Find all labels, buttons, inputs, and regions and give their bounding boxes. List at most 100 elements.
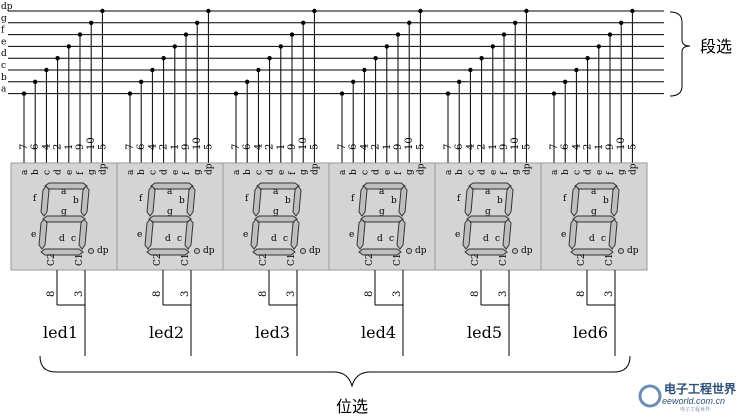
pin-number: 7	[125, 144, 136, 150]
segment-e	[250, 218, 260, 250]
pin-number: 7	[443, 144, 454, 150]
common-pin-number: 3	[180, 291, 191, 297]
segment-c	[78, 218, 88, 250]
segment-label: f	[245, 194, 249, 204]
pin-number: 4	[571, 144, 582, 150]
watermark-title: 电子工程世界	[664, 381, 736, 396]
segment-a	[574, 182, 618, 190]
segment-label: e	[349, 230, 354, 240]
junction-dot	[479, 56, 484, 61]
segment-label: g	[485, 207, 491, 217]
segment-label: d	[483, 234, 489, 244]
common-pin-number: 8	[470, 291, 481, 297]
segment-label: g	[61, 207, 67, 217]
pin-label: f	[500, 171, 510, 175]
pin-number: 6	[454, 144, 465, 150]
common-pin-number: 3	[498, 291, 509, 297]
pin-number: 7	[337, 144, 348, 150]
junction-dot	[172, 44, 177, 49]
pin-label: dp	[310, 163, 320, 175]
pin-label: d	[372, 169, 382, 175]
pin-number: 4	[41, 144, 52, 150]
segment-select-brace	[669, 11, 691, 97]
segment-a	[468, 182, 512, 190]
segment-label: a	[379, 187, 385, 197]
pin-label: dp	[98, 163, 108, 175]
junction-dot	[267, 56, 272, 61]
pin-number: 10	[510, 137, 521, 150]
segment-label: g	[167, 207, 173, 217]
pin-label: dp	[522, 163, 532, 175]
common-label: C2	[471, 253, 481, 266]
segment-label: b	[497, 196, 503, 206]
junction-dot	[183, 32, 189, 37]
common-label: C2	[259, 253, 269, 266]
pin-number: 2	[159, 144, 170, 150]
segment-label: e	[31, 230, 36, 240]
segment-label: a	[61, 187, 67, 197]
common-label: C1	[605, 253, 615, 266]
segment-label: f	[351, 194, 355, 204]
pin-number: 9	[287, 144, 298, 150]
segment-dp	[300, 248, 306, 254]
watermark-tagline: 电子工程世界	[680, 406, 710, 413]
pin-number: 4	[147, 144, 158, 150]
pin-number: 9	[499, 144, 510, 150]
common-pin-number: 8	[152, 291, 163, 297]
pin-label: dp	[416, 163, 426, 175]
common-label: C2	[577, 253, 587, 266]
junction-dot	[33, 79, 38, 85]
junction-dot	[574, 67, 579, 73]
junction-dot	[585, 56, 590, 61]
pin-label: f	[182, 171, 192, 175]
watermark-e-icon	[638, 384, 662, 408]
segment-label: dp	[521, 246, 533, 256]
pin-number: 5	[521, 144, 532, 150]
segment-label: b	[603, 196, 609, 206]
pin-label: b	[31, 169, 41, 175]
segment-dp	[512, 248, 518, 254]
led-name: led4	[361, 323, 396, 342]
pin-number: 1	[594, 144, 605, 150]
common-label: C1	[499, 253, 509, 266]
pin-label: f	[606, 171, 616, 175]
junction-dot	[127, 91, 133, 96]
segment-label: dp	[415, 246, 427, 256]
segment-f	[358, 185, 368, 217]
segment-f	[40, 185, 50, 217]
junction-dot	[619, 20, 624, 25]
segment-d	[146, 248, 190, 256]
pin-label: c	[466, 170, 476, 175]
junction-dot	[289, 32, 295, 37]
segment-label: dp	[309, 246, 321, 256]
segment-label: d	[589, 234, 595, 244]
pin-label: c	[254, 170, 264, 175]
pin-number: 7	[231, 144, 242, 150]
pin-number: 9	[605, 144, 616, 150]
pin-number: 1	[276, 144, 287, 150]
segment-c	[608, 218, 618, 250]
segment-label: f	[33, 194, 37, 204]
common-label: C2	[365, 253, 375, 266]
pin-label: f	[76, 171, 86, 175]
junction-dot	[524, 8, 529, 14]
pin-label: g	[193, 169, 203, 175]
pin-label: d	[584, 169, 594, 175]
junction-dot	[384, 44, 389, 49]
segment-label: b	[179, 196, 185, 206]
common-label: C2	[153, 253, 163, 266]
segment-e	[462, 218, 472, 250]
common-pin-number: 3	[286, 291, 297, 297]
segment-c	[502, 218, 512, 250]
pin-number: 2	[53, 144, 64, 150]
segment-label: d	[165, 234, 171, 244]
segment-b	[292, 185, 302, 217]
bus-label-dp: dp	[1, 2, 13, 12]
segment-label: c	[177, 234, 182, 244]
pin-label: e	[277, 170, 287, 175]
